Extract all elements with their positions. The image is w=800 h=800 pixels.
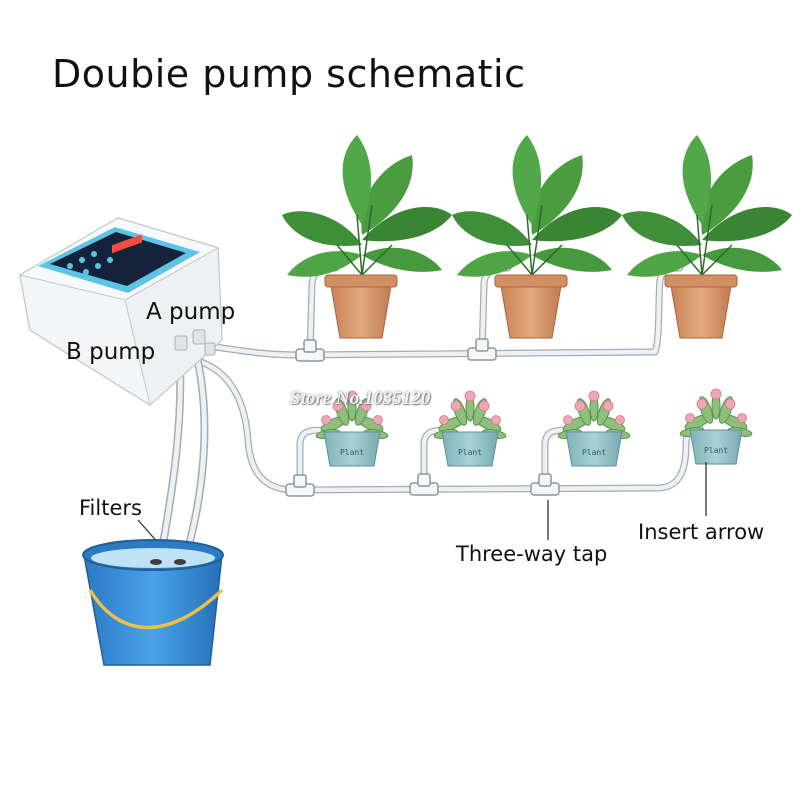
store-watermark: Store No.1035120 — [290, 388, 431, 409]
a-pump-tube-line — [196, 264, 684, 359]
succulent-plant-4: Plant — [678, 388, 754, 465]
three-way-tap-b-1 — [285, 474, 315, 497]
pot-label: Plant — [704, 446, 728, 455]
b-pump-label: B pump — [66, 339, 156, 365]
pot-label: Plant — [582, 448, 606, 457]
succulent-plant-1: Plant — [314, 390, 390, 467]
filters-label: Filters — [79, 496, 142, 520]
insert-arrow-label: Insert arrow — [638, 520, 765, 544]
three-way-tap-b-2 — [409, 473, 439, 496]
three-way-tap-a-2 — [467, 338, 497, 361]
water-bucket — [82, 539, 224, 666]
three-way-tap-label: Three-way tap — [456, 542, 608, 566]
pump-controller — [18, 217, 223, 407]
diagram-title: Doubie pump schematic — [52, 52, 526, 96]
pot-label: Plant — [340, 448, 364, 457]
succulent-plant-2: Plant — [432, 390, 508, 467]
monstera-plant-2 — [451, 134, 623, 339]
suction-tubes — [156, 358, 209, 564]
a-pump-label: A pump — [146, 299, 236, 325]
monstera-plant-1 — [281, 134, 453, 339]
monstera-plant-3 — [621, 134, 793, 339]
succulent-plant-3: Plant — [556, 390, 632, 467]
three-way-tap-b-3 — [530, 473, 560, 496]
three-way-tap-a-1 — [295, 339, 325, 362]
pot-label: Plant — [458, 448, 482, 457]
